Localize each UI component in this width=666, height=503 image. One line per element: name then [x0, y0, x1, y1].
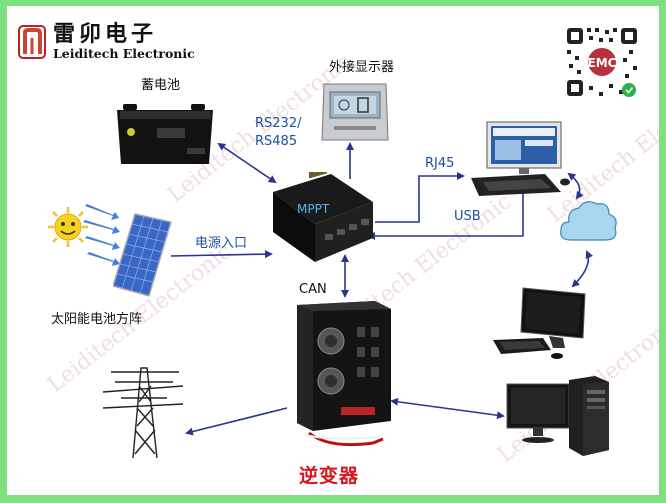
usb-link-arrow [367, 192, 524, 240]
rs485-label: RS485 [255, 134, 298, 149]
qr-badge-text: EMC [588, 56, 617, 70]
power-input-label: 电源入口 [195, 236, 248, 251]
solar-panel-image [113, 213, 172, 297]
brand-name-cn: 雷卯电子 [53, 21, 158, 47]
inverter-image [297, 301, 391, 447]
external-display-label: 外接显示器 [329, 60, 395, 75]
rj45-link-arrow [375, 172, 465, 223]
rs232-label: RS232/ [255, 116, 302, 131]
battery-label: 蓄电池 [141, 78, 181, 93]
usb-label: USB [454, 209, 481, 224]
mppt-label: MPPT [297, 202, 330, 216]
all-in-one-computer-image [493, 287, 586, 359]
sun-icon [48, 207, 88, 247]
diagram-canvas: Leiditech Electronic Leiditech Electroni… [7, 6, 659, 495]
can-label: CAN [299, 282, 327, 297]
external-display-image [321, 83, 389, 141]
leiditech-logo-icon [18, 25, 46, 59]
cloud-upper-arrow [567, 172, 584, 200]
battery-link-arrow [217, 142, 277, 184]
transmission-tower-image [103, 367, 183, 459]
cloud-lower-arrow [571, 250, 594, 288]
solar-array-label: 太阳能电池方阵 [51, 312, 143, 327]
desktop-computer-image [471, 121, 570, 196]
connector-layer [170, 142, 594, 436]
grid-output-arrow [185, 407, 288, 436]
brand-name-en: Leiditech Electronic [53, 46, 195, 61]
power-input-arrow [170, 250, 273, 259]
rj45-label: RJ45 [425, 156, 455, 171]
inverter-label: 逆变器 [299, 465, 360, 487]
sunlight-rays-icon [83, 204, 120, 266]
qr-code: EMC [559, 20, 645, 104]
mppt-controller-image [273, 172, 373, 262]
pc-tower-monitor-image [506, 376, 609, 456]
cloud-network-icon [560, 201, 617, 241]
battery-image [117, 104, 213, 164]
pc-link-arrow [390, 397, 505, 420]
